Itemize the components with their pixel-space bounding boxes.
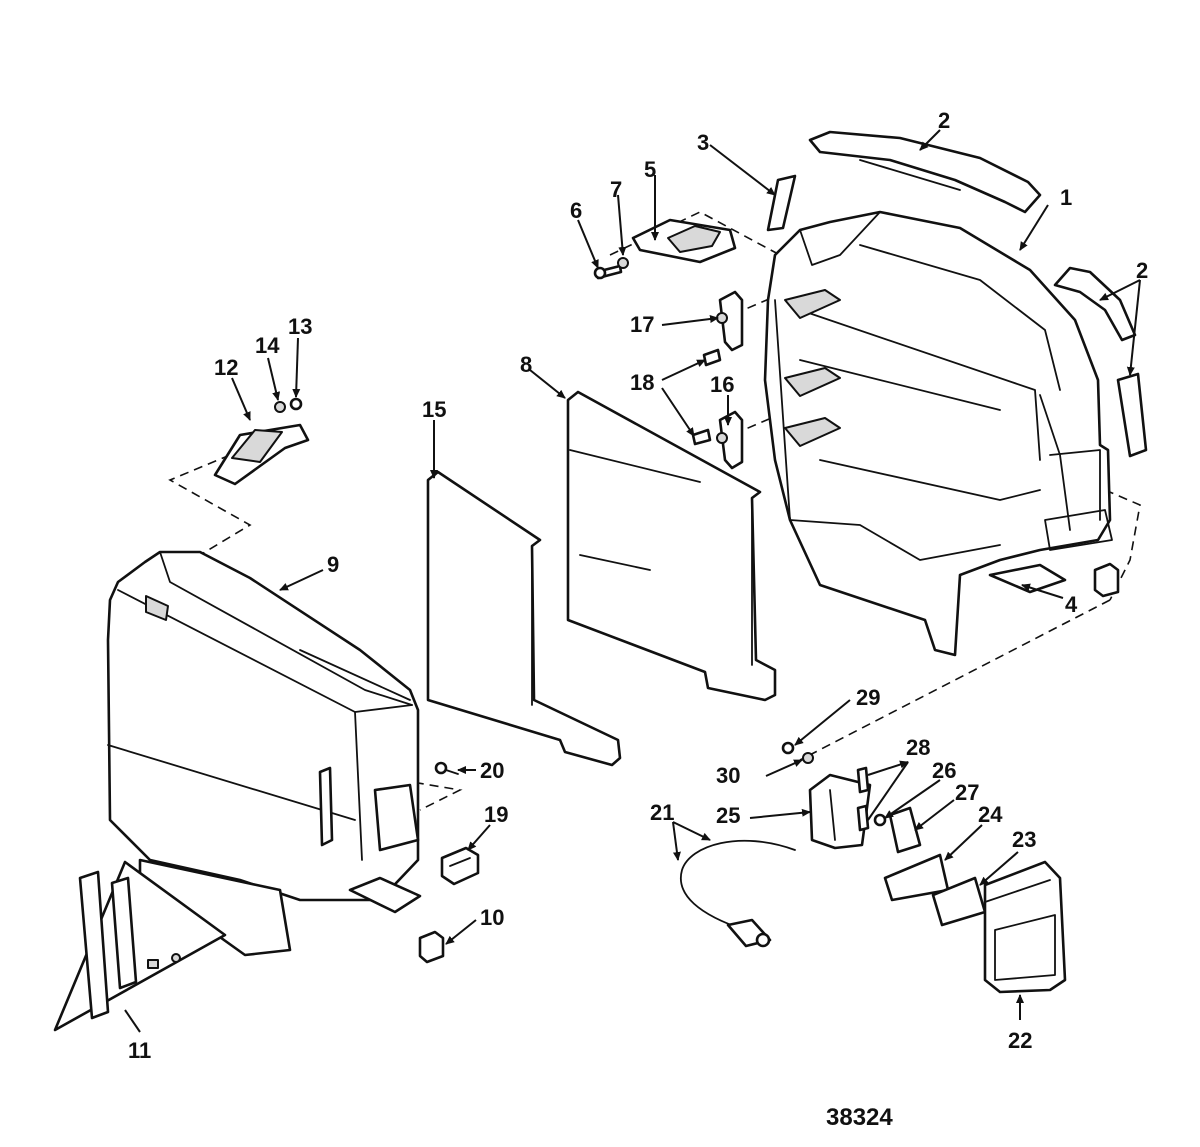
- part-28-roll-pins: [856, 766, 870, 832]
- part-21-release-cable: [679, 839, 796, 948]
- callout-20: 20: [480, 758, 504, 783]
- callout-7: 7: [610, 177, 622, 202]
- part-14-washer: [274, 401, 286, 413]
- part-22-handle: [983, 860, 1067, 994]
- callout-27: 27: [955, 780, 979, 805]
- callout-12: 12: [214, 355, 238, 380]
- callout-15: 15: [422, 397, 446, 422]
- part-20-screw: [434, 761, 459, 775]
- part-30-washer: [802, 752, 814, 764]
- callout-labels: 1 2 2 3 4 5 6 7 8 9 10 11 12 13 14 15 16…: [128, 108, 1148, 1063]
- part-19-clip: [440, 846, 480, 886]
- callout-11: 11: [128, 1038, 151, 1063]
- callout-21: 21: [650, 800, 674, 825]
- callout-28: 28: [906, 735, 930, 760]
- callout-16: 16: [710, 372, 734, 397]
- callout-26: 26: [932, 758, 956, 783]
- part-18-screw-upper: [702, 348, 722, 367]
- callout-4: 4: [1065, 592, 1078, 617]
- callout-18: 18: [630, 370, 654, 395]
- callout-5: 5: [644, 157, 656, 182]
- part-rear-cowl: [763, 210, 1113, 657]
- part-13-screw: [289, 397, 303, 411]
- part-17-hinge-upper: [716, 290, 744, 352]
- part-4-block: [1093, 562, 1120, 598]
- callout-22: 22: [1008, 1028, 1032, 1053]
- callout-23: 23: [1012, 827, 1036, 852]
- part-27-plate: [888, 806, 922, 854]
- callout-14: 14: [255, 333, 280, 358]
- callout-9: 9: [327, 552, 339, 577]
- callout-25: 25: [716, 803, 740, 828]
- callout-13: 13: [288, 314, 312, 339]
- part-26-pin: [873, 813, 887, 827]
- part-9-front-cowl: [106, 550, 422, 957]
- callout-29: 29: [856, 685, 880, 710]
- part-11-side-trims: [53, 860, 227, 1032]
- part-12-latch-bracket: [213, 423, 310, 486]
- part-6-screw: [593, 264, 623, 280]
- part-15-insulation-panel: [426, 470, 622, 767]
- callout-1: 1: [1060, 185, 1072, 210]
- callout-19: 19: [484, 802, 508, 827]
- part-10-block: [418, 930, 445, 964]
- part-3-seal: [766, 174, 797, 232]
- part-16-hinge-lower: [716, 410, 744, 470]
- callout-24: 24: [978, 802, 1003, 827]
- callout-6: 6: [570, 198, 582, 223]
- part-18-screw-lower: [691, 428, 712, 446]
- figure-number: 38324: [826, 1104, 893, 1131]
- callout-10: 10: [480, 905, 504, 930]
- part-trim-strip-top: [808, 130, 1042, 214]
- part-29-screw: [781, 741, 795, 755]
- callout-3: 3: [697, 130, 709, 155]
- part-8-insulation-panel: [566, 390, 777, 702]
- part-5-latch-bracket: [631, 218, 737, 264]
- part-25-latch-housing: [808, 773, 872, 850]
- callout-30: 30: [716, 763, 740, 788]
- callout-17: 17: [630, 312, 654, 337]
- callout-8: 8: [520, 352, 532, 377]
- leader-lines: [124, 129, 1141, 1033]
- callout-2-top: 2: [938, 108, 950, 133]
- callout-2-right: 2: [1136, 258, 1148, 283]
- part-7-washer: [617, 257, 629, 269]
